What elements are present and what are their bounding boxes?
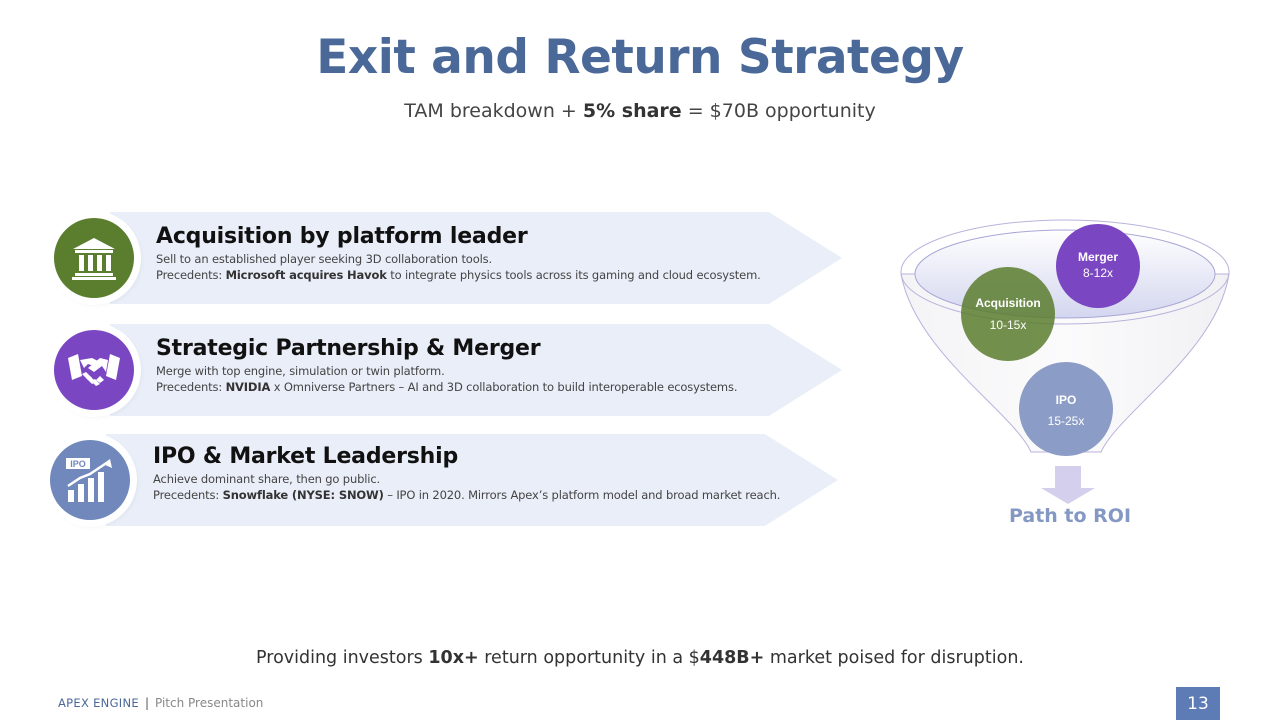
merger-multiple: 8-12x (1083, 266, 1113, 280)
strategy-precedent: Precedents: Microsoft acquires Havok to … (156, 267, 846, 283)
precedent-label: Precedents: (156, 380, 226, 394)
precedent-detail: to integrate physics tools across its ga… (386, 268, 761, 282)
slide-title: Exit and Return Strategy (316, 30, 964, 85)
precedent-detail: – IPO in 2020. Mirrors Apex’s platform m… (383, 488, 781, 502)
strategy-icon-badge (50, 326, 138, 414)
bank-building-icon (54, 218, 134, 298)
strategy-description: Merge with top engine, simulation or twi… (156, 364, 445, 378)
footer-label: Pitch Presentation (155, 696, 264, 710)
statement-suffix: market poised for disruption. (764, 648, 1024, 668)
merger-label: Merger (1078, 250, 1118, 264)
precedent-label: Precedents: (156, 268, 226, 282)
precedent-highlight: NVIDIA (225, 380, 271, 394)
strategy-row-merger: Strategic Partnership & Merger Merge wit… (50, 324, 850, 416)
footer-separator: | (144, 696, 149, 710)
slide-subtitle: TAM breakdown + 5% share = $70B opportun… (0, 100, 1280, 122)
strategy-row-acquisition: Acquisition by platform leader Sell to a… (50, 212, 850, 304)
acquisition-circle (961, 267, 1055, 361)
slide-footer: APEX ENGINE | Pitch Presentation (58, 694, 263, 712)
ipo-label: IPO (1056, 393, 1077, 407)
ipo-icon-text: IPO (70, 459, 86, 469)
acquisition-multiple: 10-15x (990, 318, 1027, 332)
strategy-heading: Acquisition by platform leader (156, 224, 528, 249)
precedent-detail: x Omniverse Partners – AI and 3D collabo… (270, 380, 738, 394)
statement-middle: return opportunity in a $ (478, 648, 700, 668)
acquisition-label: Acquisition (975, 296, 1040, 310)
ipo-circle (1019, 362, 1113, 456)
strategy-band (106, 434, 838, 526)
statement-prefix: Providing investors (256, 648, 429, 668)
strategy-precedent: Precedents: Snowflake (NYSE: SNOW) – IPO… (153, 487, 843, 503)
subtitle-highlight: 5% share (582, 100, 682, 122)
strategy-band (110, 324, 842, 416)
apex-engine-logo: APEX ENGINE (58, 696, 139, 710)
roi-funnel-diagram: IPO 15-25x Acquisition 10-15x Merger 8-1… (900, 219, 1230, 504)
path-to-roi-label: Path to ROI (1008, 505, 1132, 527)
precedent-highlight: Microsoft acquires Havok (225, 268, 387, 282)
market-size: 448B+ (699, 648, 765, 668)
strategy-description: Achieve dominant share, then go public. (153, 472, 381, 486)
strategy-heading: IPO & Market Leadership (153, 444, 458, 469)
strategy-icon-badge (50, 214, 138, 302)
precedent-label: Precedents: (153, 488, 223, 502)
page-number: 13 (1176, 687, 1220, 720)
ipo-multiple: 15-25x (1048, 414, 1085, 428)
strategy-band (110, 212, 842, 304)
strategy-icon-badge: IPO (46, 436, 134, 524)
investor-return-statement: Providing investors 10x+ return opportun… (0, 648, 1280, 668)
ipo-growth-chart-icon: IPO (50, 440, 130, 520)
strategy-heading: Strategic Partnership & Merger (156, 336, 541, 361)
merger-circle (1056, 224, 1140, 308)
down-arrow-icon (1041, 466, 1095, 504)
strategy-row-ipo: IPO IPO & Market Leadership Achieve domi… (46, 434, 846, 526)
return-multiple: 10x+ (428, 648, 479, 668)
subtitle-prefix: TAM breakdown + (404, 100, 583, 122)
strategy-description: Sell to an established player seeking 3D… (156, 252, 492, 266)
precedent-highlight: Snowflake (NYSE: SNOW) (222, 488, 384, 502)
subtitle-suffix: = $70B opportunity (681, 100, 876, 122)
funnel-rim-outer (900, 219, 1230, 325)
strategy-precedent: Precedents: NVIDIA x Omniverse Partners … (156, 379, 846, 395)
handshake-icon (54, 330, 134, 410)
